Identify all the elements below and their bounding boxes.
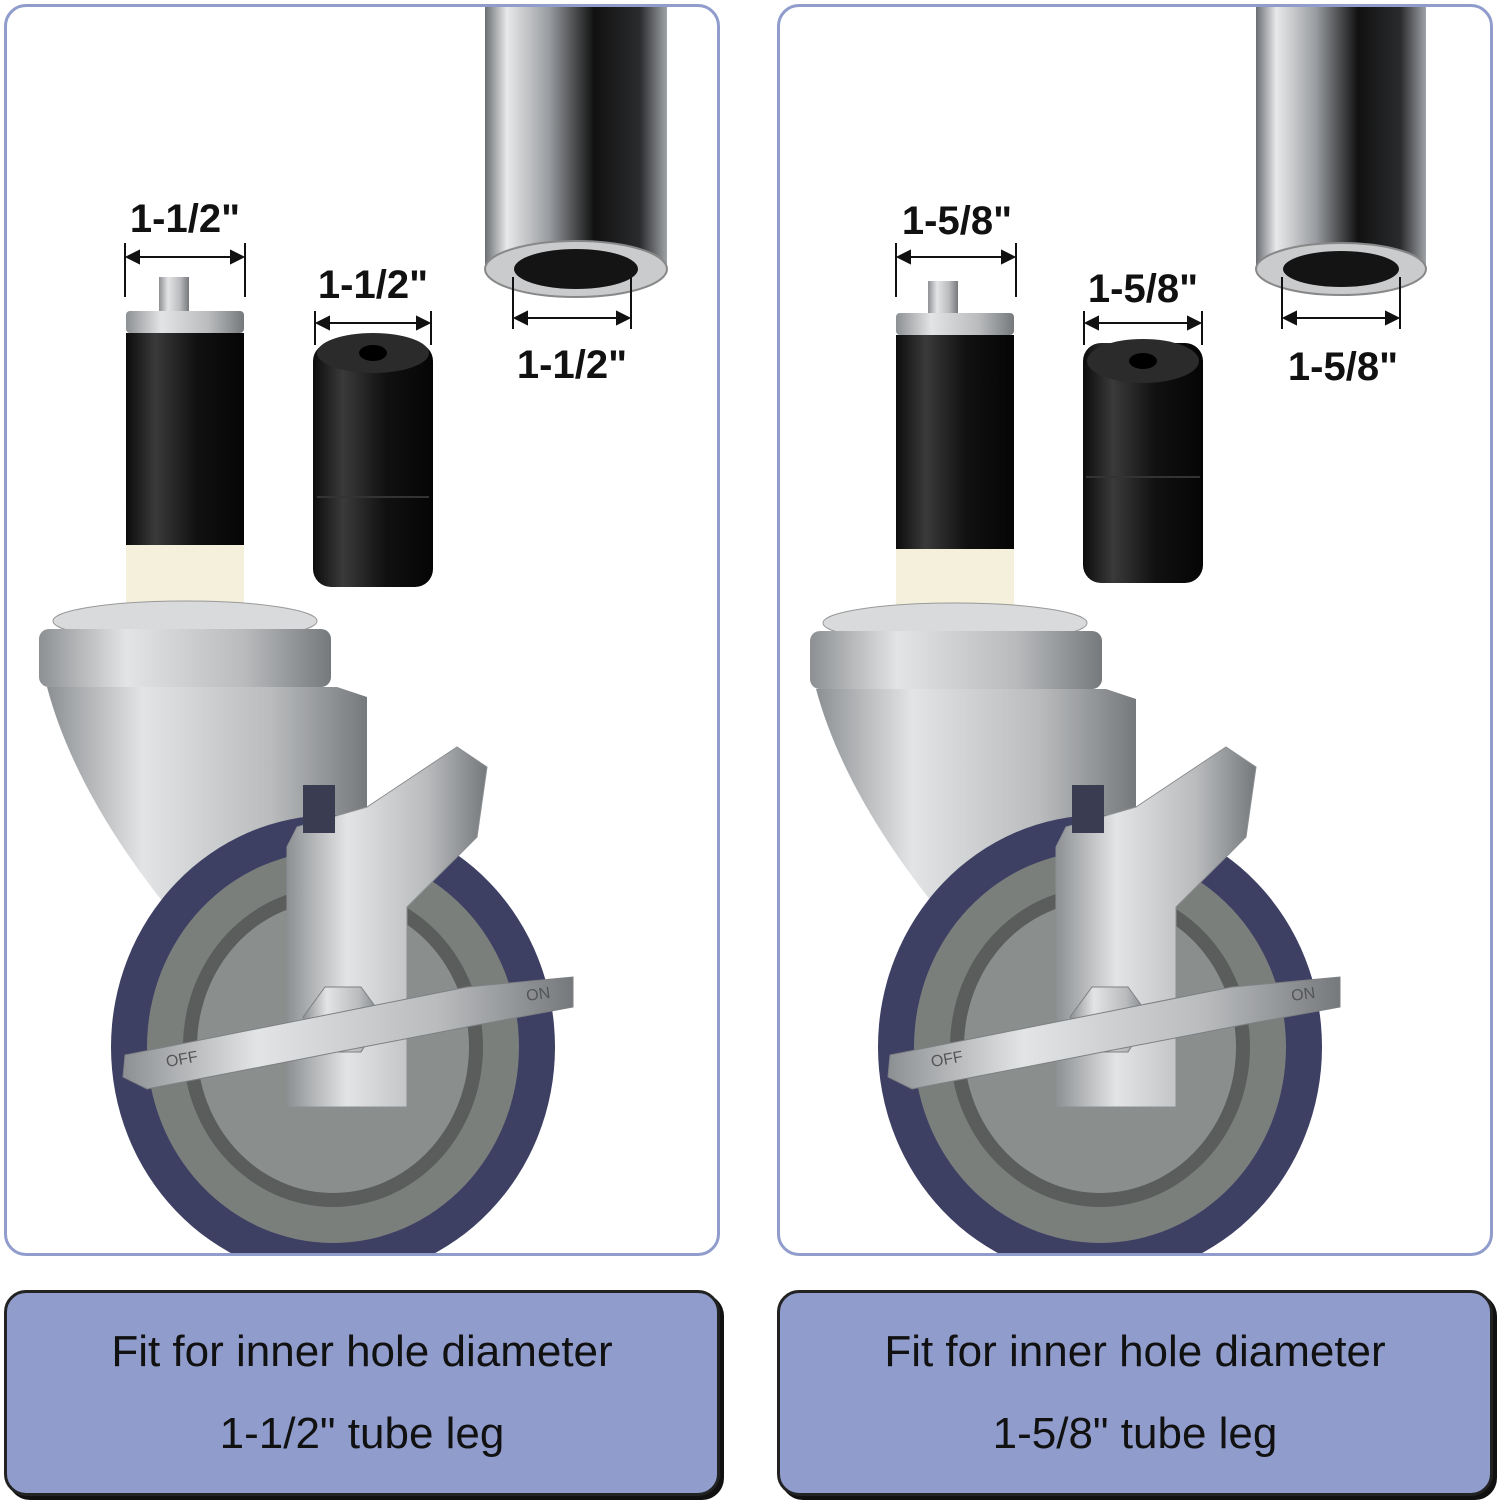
- stem-dimension-line: [895, 243, 1017, 297]
- caption-line-1: Fit for inner hole diameter: [884, 1327, 1386, 1376]
- caster-panel-left: ON OFF 1-1/2" 1-1/2" 1-1/2": [4, 4, 720, 1256]
- caption-line-2: 1-1/2" tube leg: [219, 1409, 505, 1458]
- brake-off-label: OFF: [165, 1049, 200, 1071]
- plug-dimension-line: [314, 311, 432, 345]
- rubber-plug: [1083, 339, 1203, 583]
- tube-dimension-label: 1-1/2": [516, 343, 628, 387]
- caption-box-left: Fit for inner hole diameter 1-1/2" tube …: [4, 1290, 720, 1496]
- brake-on-label: ON: [525, 985, 551, 1005]
- caption-line-2: 1-5/8" tube leg: [992, 1409, 1278, 1458]
- brake-slot: [1072, 785, 1104, 833]
- stem-dimension-line: [124, 243, 246, 297]
- stem-dimension-label: 1-1/2": [129, 197, 241, 241]
- brake-slot: [303, 785, 335, 833]
- brake-pedal: ON OFF: [887, 976, 1341, 1090]
- caption-box-right: Fit for inner hole diameter 1-5/8" tube …: [777, 1290, 1493, 1496]
- caption-line-1: Fit for inner hole diameter: [111, 1327, 613, 1376]
- caster-stem: [126, 277, 244, 621]
- rubber-plug: [313, 333, 433, 587]
- tube-dimension-label: 1-5/8": [1287, 345, 1399, 389]
- plug-dimension-line: [1083, 311, 1203, 345]
- caster-illustration: ON OFF: [39, 7, 668, 1253]
- brake-off-label: OFF: [930, 1049, 965, 1071]
- brake-on-label: ON: [1290, 985, 1316, 1005]
- stem-dimension-label: 1-5/8": [901, 199, 1013, 243]
- caster-stem: [896, 281, 1014, 623]
- plug-dimension-label: 1-5/8": [1087, 267, 1199, 311]
- tube-dimension-line: [512, 277, 632, 329]
- brake-pedal: ON OFF: [122, 976, 574, 1090]
- caster-panel-right: ON OFF 1-5/8" 1-5/8" 1-5/8": [777, 4, 1493, 1256]
- tube-leg: [1255, 7, 1427, 296]
- caster-illustration: ON OFF: [810, 7, 1427, 1253]
- tube-dimension-line: [1281, 277, 1401, 329]
- swivel-plate: [39, 600, 331, 687]
- plug-dimension-label: 1-1/2": [317, 263, 429, 307]
- swivel-plate: [810, 602, 1102, 689]
- tube-leg: [484, 7, 668, 298]
